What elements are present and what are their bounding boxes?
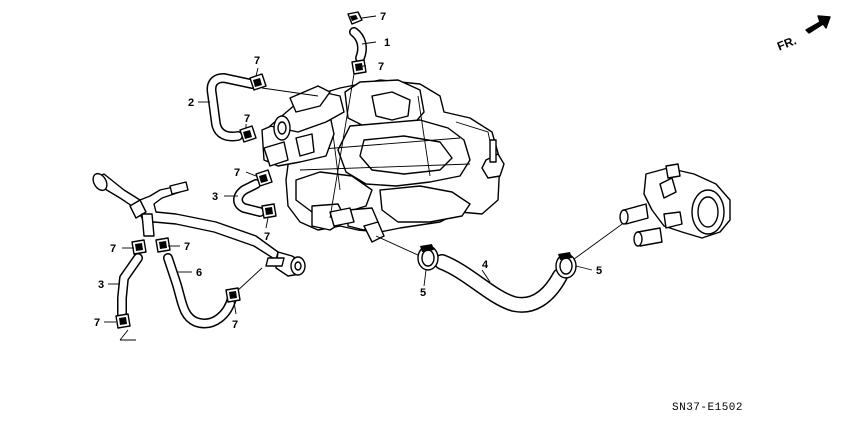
clamp-5-left (417, 244, 439, 271)
callout-7-left-b: 7 (184, 241, 190, 253)
clamp-7-top (347, 11, 363, 25)
callout-7-upper: 7 (378, 61, 384, 73)
callout-7-bottom-mid: 7 (232, 319, 238, 331)
water-pipe (92, 172, 306, 277)
clamp-7-mid (255, 169, 273, 187)
callout-7-left-mid: 7 (244, 113, 250, 125)
hose-3-left (117, 253, 143, 319)
clamp-7-left-mid (239, 125, 257, 143)
callout-7-left-top: 7 (254, 55, 260, 67)
callout-leaders (104, 15, 593, 323)
clamp-7-bottom-mid (225, 287, 241, 303)
hose-6 (163, 253, 263, 329)
clamp-7-upper (351, 59, 367, 75)
hose-3-middle (233, 179, 265, 217)
clamp-7-left-top (249, 73, 267, 91)
thermostat-housing (619, 163, 731, 247)
front-direction-arrow: FR. (775, 15, 831, 54)
clamp-7-mid-low (261, 203, 277, 219)
clamp-7-left-b (155, 237, 171, 253)
throttle-body (261, 85, 345, 167)
clamp-7-left-a (131, 239, 147, 255)
callout-1: 1 (384, 37, 390, 49)
hose-2 (206, 73, 319, 142)
callout-5-left: 5 (420, 287, 426, 299)
clamp-5-right (555, 252, 577, 279)
callout-3-left: 3 (98, 279, 104, 291)
callout-6: 6 (196, 267, 202, 279)
callout-7-top: 7 (380, 11, 386, 23)
callout-7-left-bottom: 7 (94, 317, 100, 329)
front-direction-label: FR. (775, 33, 798, 53)
callout-7-left-a: 7 (110, 243, 116, 255)
hose-1 (329, 27, 367, 219)
clamp-7-left-bottom (115, 313, 131, 329)
diagram-code: SN37-E1502 (672, 402, 744, 414)
hose-4 (375, 213, 637, 313)
callout-5-right: 5 (596, 265, 602, 277)
callout-7-mid-low: 7 (264, 231, 270, 243)
callout-7-mid: 7 (234, 167, 240, 179)
callout-2: 2 (188, 97, 194, 109)
callout-4: 4 (482, 259, 489, 271)
callout-3-middle: 3 (212, 191, 218, 203)
